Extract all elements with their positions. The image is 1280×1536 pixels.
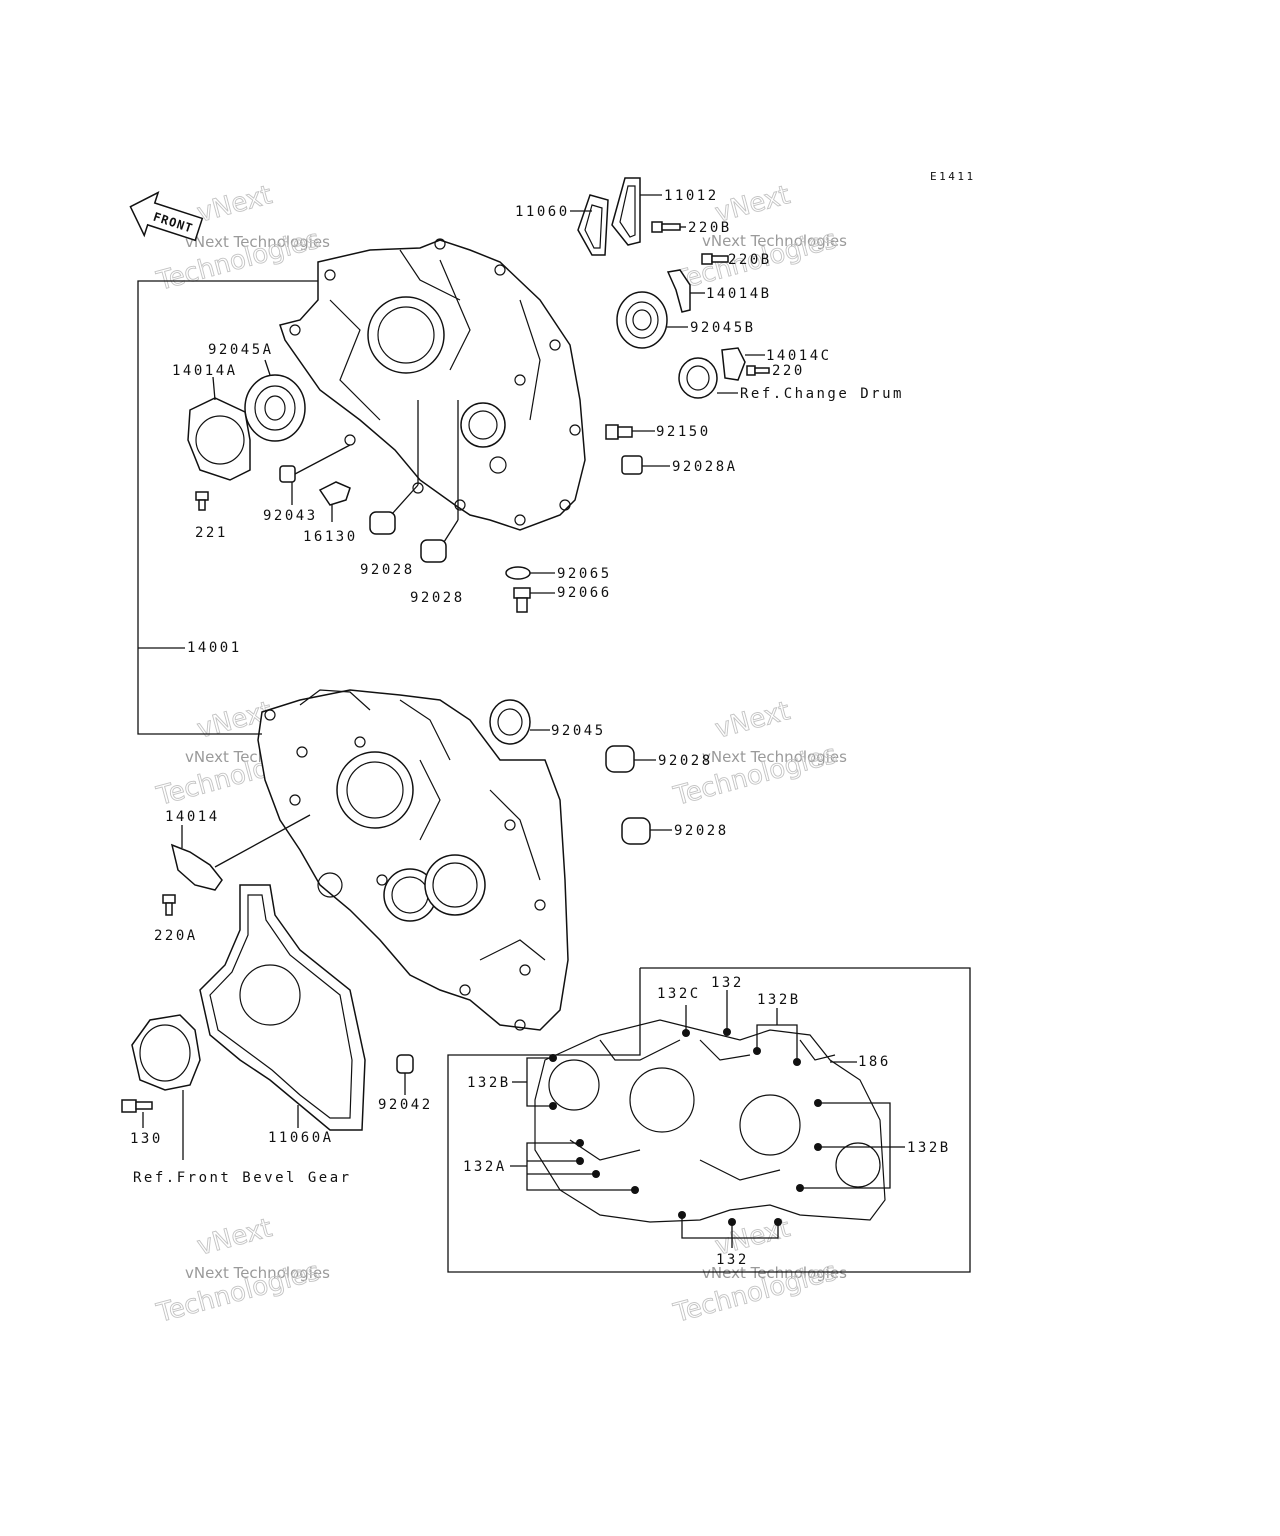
label-132b-left: 132B bbox=[467, 1075, 511, 1091]
label-ref-change-drum: Ref.Change Drum bbox=[740, 386, 904, 402]
label-220b-1: 220B bbox=[688, 220, 732, 236]
label-92065: 92065 bbox=[557, 566, 612, 582]
svg-text:vNext: vNext bbox=[194, 1213, 275, 1262]
bolt-220A-icon bbox=[162, 894, 176, 916]
label-220b-2: 220B bbox=[728, 252, 772, 268]
bolt-221-icon bbox=[195, 491, 209, 511]
svg-text:vNext: vNext bbox=[194, 180, 275, 229]
washer-92065-icon bbox=[505, 566, 531, 580]
diagram-code: E1411 bbox=[930, 170, 976, 183]
label-92028-4: 92028 bbox=[674, 823, 729, 839]
label-92150: 92150 bbox=[656, 424, 711, 440]
bearing-92045B-icon bbox=[616, 291, 668, 349]
label-132a: 132A bbox=[463, 1159, 507, 1175]
part-labels: 11060 11012 220B 220B 14014B 92045B 1401… bbox=[130, 188, 951, 1268]
label-92042: 92042 bbox=[378, 1097, 433, 1113]
label-14001: 14001 bbox=[187, 640, 242, 656]
leader-lines bbox=[137, 194, 905, 1248]
bearing-change-drum-icon bbox=[678, 357, 718, 399]
label-132c: 132C bbox=[657, 986, 701, 1002]
plug-92028-2-icon bbox=[420, 539, 447, 563]
label-221: 221 bbox=[195, 525, 228, 541]
plug-92028-4-icon bbox=[621, 817, 651, 845]
label-11060: 11060 bbox=[515, 204, 570, 220]
label-220a: 220A bbox=[154, 928, 198, 944]
label-14014: 14014 bbox=[165, 809, 220, 825]
svg-text:vNext: vNext bbox=[712, 696, 793, 745]
label-92045: 92045 bbox=[551, 723, 606, 739]
label-92028-2: 92028 bbox=[410, 590, 465, 606]
label-92028-3: 92028 bbox=[658, 753, 713, 769]
upper-crankcase-half bbox=[279, 238, 586, 531]
svg-text:vNext Technologies: vNext Technologies bbox=[702, 232, 847, 250]
svg-text:vNext Technologies: vNext Technologies bbox=[702, 748, 847, 766]
bearing-92045-icon bbox=[489, 699, 531, 745]
label-92043: 92043 bbox=[263, 508, 318, 524]
label-14014b: 14014B bbox=[706, 286, 772, 302]
label-11012: 11012 bbox=[664, 188, 719, 204]
bolt-220-icon bbox=[746, 365, 770, 376]
dowel-92042-icon bbox=[396, 1054, 414, 1074]
bearing-92045A-icon bbox=[244, 374, 306, 442]
dowel-92043-icon bbox=[279, 465, 296, 483]
label-132b-top: 132B bbox=[757, 992, 801, 1008]
label-14014a: 14014A bbox=[172, 363, 238, 379]
watermark-bottom-right: vNext vNext Technologies Technologies bbox=[670, 1213, 848, 1330]
part-14014C-bracket bbox=[721, 347, 746, 381]
label-16130: 16130 bbox=[303, 529, 358, 545]
part-11060-gasket bbox=[577, 194, 609, 256]
part-14014B-bracket bbox=[666, 269, 691, 313]
watermark-top-left: vNext vNext Technologies Technologies bbox=[153, 180, 331, 298]
svg-text:vNext Technologies: vNext Technologies bbox=[702, 1264, 847, 1282]
label-132-bottom: 132 bbox=[716, 1252, 749, 1268]
gasket-11060A-icon bbox=[199, 884, 366, 1131]
lower-crankcase-half bbox=[257, 689, 569, 1031]
bolt-130-icon bbox=[121, 1099, 153, 1113]
label-11060a: 11060A bbox=[268, 1130, 334, 1146]
plug-92028A-icon bbox=[621, 455, 643, 475]
label-220: 220 bbox=[772, 363, 805, 379]
label-132-top: 132 bbox=[711, 975, 744, 991]
label-ref-front-bevel-gear: Ref.Front Bevel Gear bbox=[133, 1170, 352, 1186]
label-130: 130 bbox=[130, 1131, 163, 1147]
label-92045a: 92045A bbox=[208, 342, 274, 358]
bevel-gear-housing-icon bbox=[131, 1014, 201, 1091]
label-132b-right: 132B bbox=[907, 1140, 951, 1156]
part-14014A-retainer bbox=[187, 397, 251, 481]
label-92028-1: 92028 bbox=[360, 562, 415, 578]
plug-92028-1-icon bbox=[369, 511, 396, 535]
svg-text:vNext Technologies: vNext Technologies bbox=[185, 1264, 330, 1282]
part-14014-bracket bbox=[170, 843, 223, 891]
label-92028a: 92028A bbox=[672, 459, 738, 475]
watermark-bottom-left: vNext vNext Technologies Technologies bbox=[153, 1213, 331, 1330]
label-92066: 92066 bbox=[557, 585, 612, 601]
bolt-92150-icon bbox=[605, 424, 633, 440]
label-186: 186 bbox=[858, 1054, 891, 1070]
svg-text:vNext Technologies: vNext Technologies bbox=[185, 233, 330, 251]
part-11012-cover bbox=[611, 177, 641, 246]
bolt-92066-icon bbox=[513, 587, 531, 613]
label-92045b: 92045B bbox=[690, 320, 756, 336]
plug-92028-3-icon bbox=[605, 745, 635, 773]
bolt-detail-box bbox=[447, 967, 971, 1273]
label-14014c: 14014C bbox=[766, 348, 832, 364]
part-16130-icon bbox=[318, 481, 351, 506]
